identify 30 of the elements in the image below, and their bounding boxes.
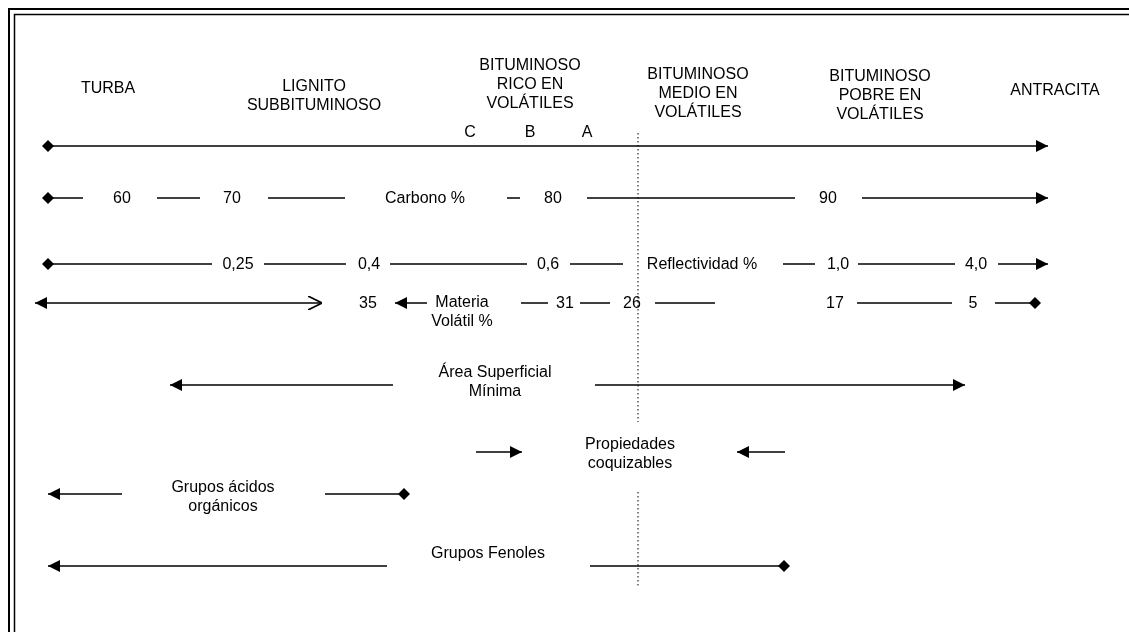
scale-label: 70	[223, 188, 241, 208]
coal-rank-label: BITUMINOSO RICO EN VOLÁTILES	[478, 55, 582, 113]
scale-label: 35	[359, 293, 377, 313]
coal-rank-label: ANTRACITA	[1010, 80, 1100, 100]
scale-label: 90	[819, 188, 837, 208]
scale-label: Reflectividad %	[646, 254, 758, 274]
scale-label: 0,25	[222, 254, 254, 274]
scale-label: 0,4	[357, 254, 381, 274]
scale-label: Propiedades coquizables	[584, 433, 676, 473]
coal-rank-label: C	[464, 122, 476, 142]
coal-rank-label: B	[524, 122, 536, 142]
scale-label: Materia Volátil %	[430, 291, 494, 331]
scale-label: 26	[623, 293, 641, 313]
coal-rank-label: LIGNITO SUBBITUMINOSO	[245, 75, 383, 115]
coal-rank-label: BITUMINOSO MEDIO EN VOLÁTILES	[646, 64, 750, 122]
scale-label: 17	[826, 293, 844, 313]
scale-label: Grupos ácidos orgánicos	[170, 476, 276, 516]
coal-rank-label: A	[581, 122, 593, 142]
scale-label: Carbono %	[385, 188, 465, 208]
scale-label: Área Superficial Mínima	[437, 361, 553, 401]
scale-label: 1,0	[826, 254, 850, 274]
coal-rank-label: TURBA	[80, 78, 136, 98]
scale-label: 31	[556, 293, 574, 313]
scale-label: Grupos Fenoles	[431, 543, 545, 563]
scale-label: 5	[968, 293, 978, 313]
scale-label: 4,0	[964, 254, 988, 274]
scale-label: 80	[544, 188, 562, 208]
coal-rank-label: BITUMINOSO POBRE EN VOLÁTILES	[828, 66, 932, 124]
scale-label: 60	[113, 188, 131, 208]
scale-label: 0,6	[536, 254, 560, 274]
